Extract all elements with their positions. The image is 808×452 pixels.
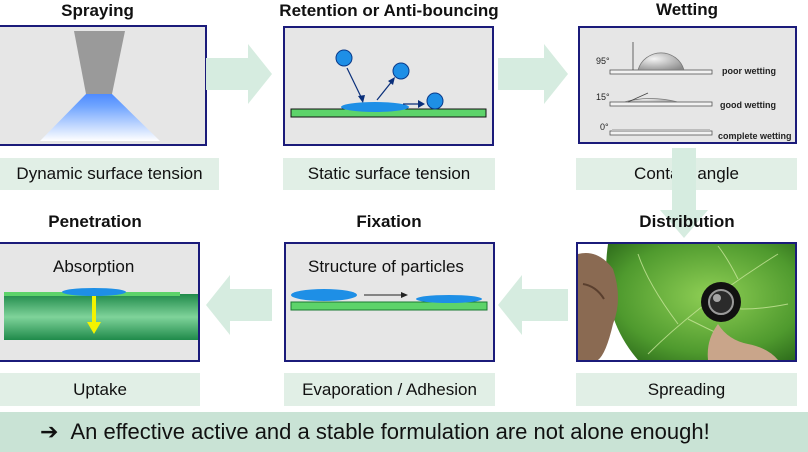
angle-95: 95° [596,56,610,66]
angle-15: 15° [596,92,610,102]
leaf-magnifier-image [578,244,795,360]
spray-nozzle-illustration [40,31,160,141]
arrow-right-symbol-icon: ➔ [40,419,59,444]
step-title-distribution: Distribution [639,212,735,231]
absorption-illustration [4,288,198,360]
wetting-label-good: good wetting [720,100,776,110]
bouncing-droplets-illustration [290,49,487,118]
step-label-uptake: Uptake [0,373,200,406]
arrow-right-icon [498,44,568,104]
step-label-spreading: Spreading [576,373,797,406]
contact-angle-illustration: 95° poor wetting 15° good wetting 0° com… [596,42,792,141]
fixation-panel: Structure of particles [284,242,495,362]
step-label-dynamic-surface-tension: Dynamic surface tension [0,158,219,190]
wetting-label-poor: poor wetting [722,66,776,76]
step-title-retention: Retention or Anti-bouncing [279,1,499,20]
spraying-panel [0,25,207,146]
step-title-spraying: Spraying [61,1,134,20]
distribution-photo [576,242,797,362]
step-title-fixation: Fixation [356,212,422,231]
particle-structure-illustration [290,289,488,311]
wetting-label-complete: complete wetting [718,131,792,141]
arrow-down-icon [660,148,708,238]
step-label-static-surface-tension: Static surface tension [283,158,495,190]
penetration-panel: Absorption [0,242,200,362]
retention-panel [283,26,494,146]
arrow-left-icon [206,275,272,335]
fixation-panel-text: Structure of particles [308,257,464,276]
banner-text: An effective active and a stable formula… [70,419,710,444]
angle-0: 0° [600,122,609,132]
penetration-panel-text: Absorption [53,257,135,276]
step-label-evaporation-adhesion: Evaporation / Adhesion [284,373,495,406]
step-title-wetting: Wetting [655,0,718,19]
step-title-penetration: Penetration [48,212,142,231]
wetting-panel: 95° poor wetting 15° good wetting 0° com… [578,26,797,144]
conclusion-banner: ➔ An effective active and a stable formu… [0,412,808,452]
arrow-left-icon [498,275,568,335]
arrow-right-icon [206,44,272,104]
